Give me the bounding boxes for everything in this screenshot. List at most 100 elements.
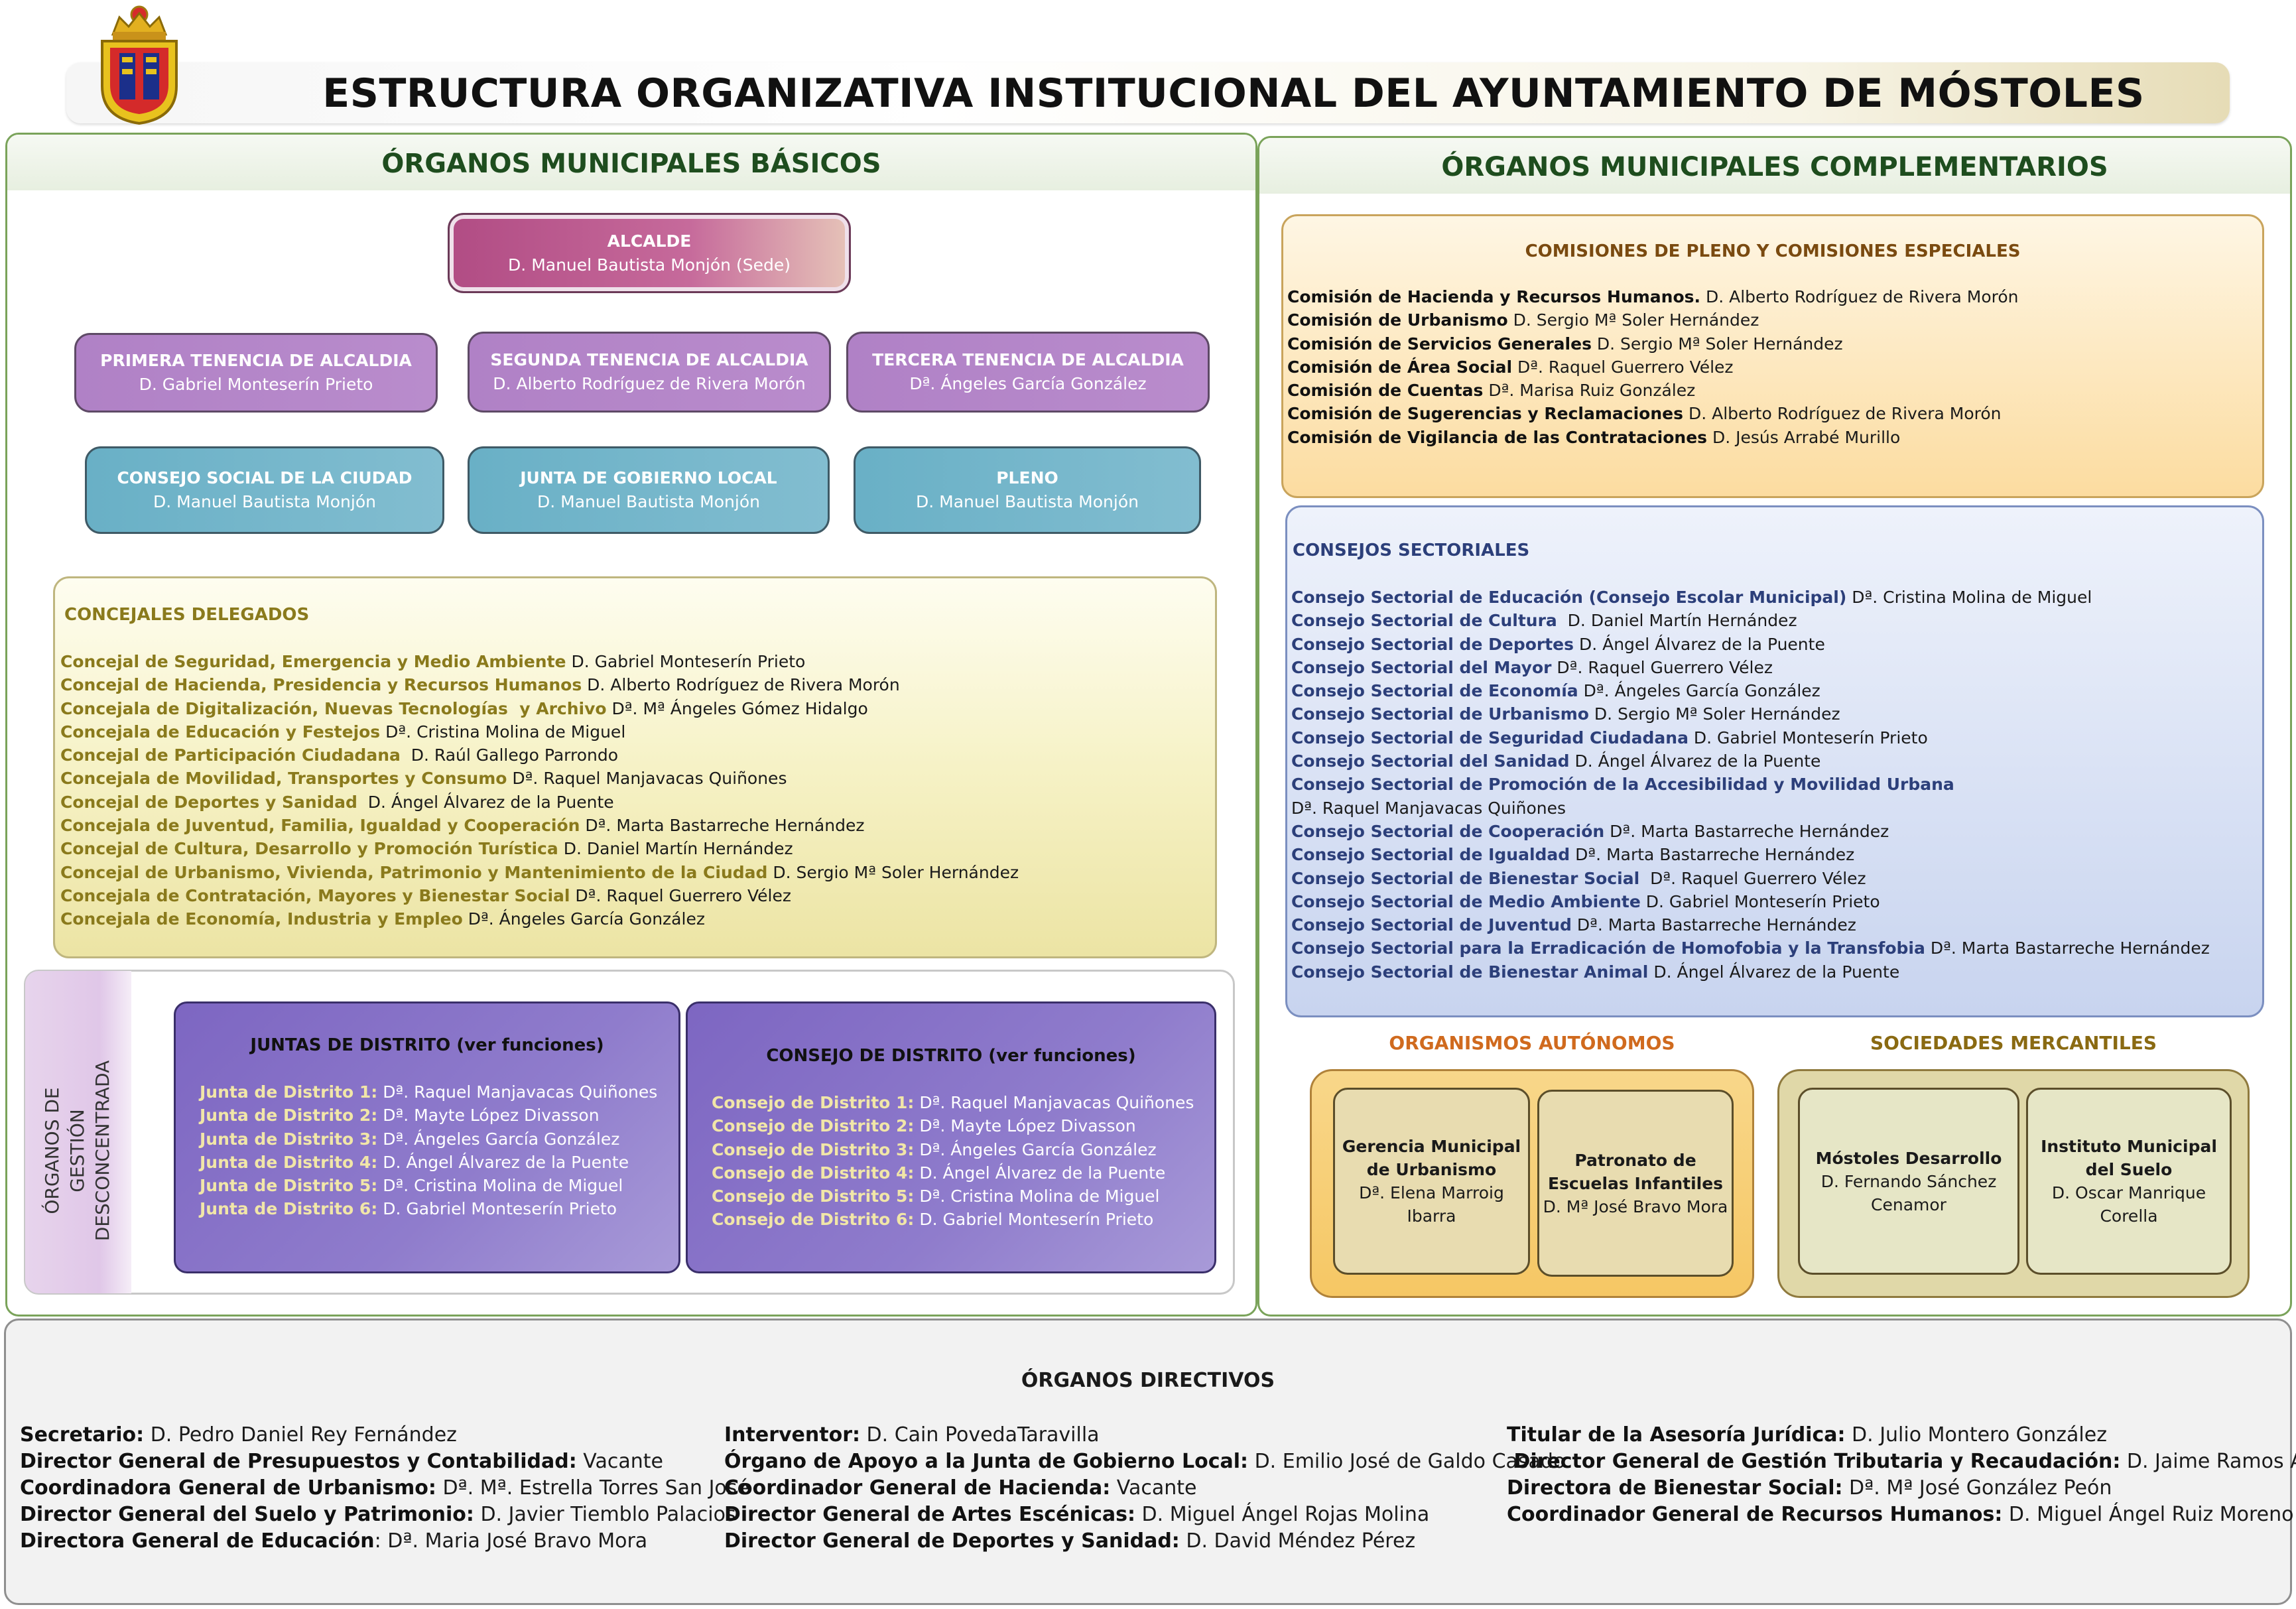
sociedad-name: D. Fernando Sánchez Cenamor [1820, 1171, 1997, 1214]
junta-row: Junta de Distrito 5: Dª. Cristina Molina… [200, 1174, 657, 1197]
tenencia-title: PRIMERA TENENCIA DE ALCALDIA [100, 351, 412, 370]
comision-row-key: Comisión de Área Social [1287, 357, 1513, 377]
concejal-row-value: Dª. Mª Ángeles Gómez Hidalgo [606, 698, 868, 718]
sociedad-cell-1: Móstoles Desarrollo D. Fernando Sánchez … [1798, 1088, 2019, 1275]
consejo-distrito-row: Consejo de Distrito 3: Dª. Ángeles Garcí… [712, 1138, 1194, 1161]
consejo-sectorial-row-key: Consejo Sectorial de Bienestar Social [1291, 868, 1640, 888]
directivo-row-value: D. Miguel Ángel Rojas Molina [1135, 1503, 1430, 1526]
directivo-row: Director General de Deportes y Sanidad: … [724, 1528, 1565, 1555]
directivo-row-value: D. Emilio José de Galdo Casado [1248, 1450, 1566, 1473]
directivo-row-value: : Dª. Maria José Bravo Mora [374, 1529, 648, 1553]
junta-row-value: Dª. Cristina Molina de Miguel [377, 1176, 623, 1196]
junta-row-value: D. Ángel Álvarez de la Puente [377, 1152, 629, 1172]
consejo-sectorial-row-key: Consejo Sectorial de Cooperación [1291, 821, 1605, 841]
comision-row: Comisión de Cuentas Dª. Marisa Ruiz Gonz… [1287, 379, 2019, 402]
organismo-title: Patronato de Escuelas Infantiles [1547, 1150, 1724, 1193]
concejal-row-key: Concejal de Cultura, Desarrollo y Promoc… [60, 839, 558, 859]
organismo-title: Gerencia Municipal de Urbanismo [1342, 1137, 1521, 1179]
directivo-row-value: D. Pedro Daniel Rey Fernández [144, 1423, 457, 1447]
concejal-row: Concejala de Juventud, Familia, Igualdad… [60, 814, 1019, 837]
concejal-row: Concejala de Educación y Festejos Dª. Cr… [60, 720, 1019, 743]
sociedad-name: D. Oscar Manrique Corella [2051, 1183, 2206, 1226]
concejal-row: Concejal de Seguridad, Emergencia y Medi… [60, 650, 1019, 673]
comision-row-key: Comisión de Vigilancia de las Contrataci… [1287, 427, 1708, 447]
directivo-row-value: Vacante [576, 1450, 663, 1473]
tenencia-title: TERCERA TENENCIA DE ALCALDIA [872, 350, 1184, 369]
concejal-row: Concejal de Cultura, Desarrollo y Promoc… [60, 837, 1019, 860]
consejo-sectorial-row-key: Consejo Sectorial de Igualdad [1291, 845, 1570, 865]
directivo-row-key: Directora General de Educación [20, 1529, 375, 1553]
directivo-row-key: Directora de Bienestar Social: [1507, 1476, 1843, 1500]
consejo-distrito-row-value: Dª. Mayte López Divasson [914, 1116, 1136, 1136]
tenencia-box-2: SEGUNDA TENENCIA DE ALCALDIA D. Alberto … [468, 332, 831, 413]
directivo-row: Director General de Presupuestos y Conta… [20, 1448, 749, 1475]
consejos-heading[interactable]: CONSEJO DE DISTRITO (ver funciones) [766, 1046, 1136, 1066]
concejal-row-key: Concejala de Juventud, Familia, Igualdad… [60, 816, 580, 836]
concejal-row: Concejal de Participación Ciudadana D. R… [60, 743, 1019, 767]
concejal-row-value: D. Sergio Mª Soler Hernández [767, 862, 1019, 882]
directivo-row-value: D. Jaime Ramos Auñón [2126, 1450, 2296, 1473]
directivo-row-value: Vacante [1110, 1476, 1197, 1500]
basicos-heading: ÓRGANOS MUNICIPALES BÁSICOS [7, 135, 1255, 190]
consejo-distrito-row: Consejo de Distrito 5: Dª. Cristina Moli… [712, 1185, 1194, 1208]
comision-row-value: D. Jesús Arrabé Murillo [1707, 427, 1901, 447]
consejo-sectorial-row: Consejo Sectorial de Bienestar Animal D.… [1291, 960, 2210, 984]
concejal-row-value: Dª. Raquel Manjavacas Quiñones [507, 769, 787, 789]
comision-row-value: Dª. Raquel Guerrero Vélez [1512, 357, 1734, 377]
comision-row: Comisión de Hacienda y Recursos Humanos.… [1287, 285, 2019, 308]
concejal-row-key: Concejal de Participación Ciudadana [60, 745, 401, 765]
directivo-row-key: Órgano de Apoyo a la Junta de Gobierno L… [724, 1450, 1249, 1473]
comisiones-list: Comisión de Hacienda y Recursos Humanos.… [1287, 285, 2019, 449]
sectoriales-list: Consejo Sectorial de Educación (Consejo … [1291, 586, 2210, 984]
concejal-row-value: D. Gabriel Monteserín Prieto [566, 652, 806, 671]
consejo-sectorial-row-value: Dª. Marta Bastarreche Hernández [1925, 938, 2210, 958]
desconcentrada-label-line2: DESCONCENTRADA [92, 1060, 113, 1242]
sociedad-cell-2: Instituto Municipal del Suelo D. Oscar M… [2026, 1088, 2232, 1275]
directivo-row-key: Coordinador General de Recursos Humanos: [1507, 1503, 2003, 1526]
directivo-row: Directora de Bienestar Social: Dª. Mª Jo… [1507, 1475, 2296, 1502]
consejo-sectorial-row-key: Consejo Sectorial de Seguridad Ciudadana [1291, 728, 1689, 747]
juntas-heading[interactable]: JUNTAS DE DISTRITO (ver funciones) [250, 1035, 604, 1055]
consejo-sectorial-row-key: Consejo Sectorial de Deportes [1291, 634, 1574, 654]
consejo-sectorial-row: Consejo Sectorial de Juventud Dª. Marta … [1291, 913, 2210, 936]
directivo-row: Titular de la Asesoría Jurídica: D. Juli… [1507, 1422, 2296, 1448]
directivo-row-key: Director General de Presupuestos y Conta… [20, 1450, 577, 1473]
comision-row-key: Comisión de Cuentas [1287, 381, 1484, 401]
sociedad-title: Móstoles Desarrollo [1815, 1148, 2002, 1168]
directivo-row-key: Director General de Artes Escénicas: [724, 1503, 1136, 1526]
comision-row-key: Comisión de Urbanismo [1287, 310, 1508, 330]
concejal-row: Concejala de Movilidad, Transportes y Co… [60, 767, 1019, 790]
directivo-row: Coordinador General de Hacienda: Vacante [724, 1475, 1565, 1502]
organismo-name: Dª. Elena Marroig Ibarra [1359, 1183, 1504, 1226]
tenencia-name: D. Gabriel Monteserín Prieto [139, 375, 373, 394]
junta-row-key: Junta de Distrito 4: [200, 1152, 378, 1172]
title-bar [66, 62, 2230, 123]
comision-row-value: D. Alberto Rodríguez de Rivera Morón [1683, 404, 2002, 424]
page-title: ESTRUCTURA ORGANIZATIVA INSTITUCIONAL DE… [322, 70, 2145, 117]
comision-row: Comisión de Servicios Generales D. Sergi… [1287, 332, 2019, 355]
consejo-sectorial-row-key: Consejo Sectorial de Educación (Consejo … [1291, 588, 1847, 607]
organismo-cell-2: Patronato de Escuelas Infantiles D. Mª J… [1537, 1090, 1734, 1277]
consejo-sectorial-row: Consejo Sectorial de Deportes D. Ángel Á… [1291, 633, 2210, 656]
organismo-name: D. Mª José Bravo Mora [1543, 1196, 1728, 1216]
junta-row: Junta de Distrito 1: Dª. Raquel Manjavac… [200, 1080, 657, 1104]
consejo-distrito-row-value: Dª. Ángeles García González [914, 1139, 1157, 1159]
consejo-distrito-row: Consejo de Distrito 6: D. Gabriel Montes… [712, 1208, 1194, 1231]
consejo-sectorial-row-value: Dª. Marta Bastarreche Hernández [1604, 821, 1889, 841]
concejal-row-key: Concejal de Hacienda, Presidencia y Recu… [60, 675, 582, 695]
alcalde-box: ALCALDE D. Manuel Bautista Monjón (Sede) [448, 213, 851, 293]
concejal-row: Concejal de Hacienda, Presidencia y Recu… [60, 673, 1019, 696]
directivo-row: Coordinadora General de Urbanismo: Dª. M… [20, 1475, 749, 1502]
concejal-row-key: Concejal de Deportes y Sanidad [60, 792, 357, 812]
consejo-sectorial-row: Consejo Sectorial de Economía Dª. Ángele… [1291, 679, 2210, 702]
consejo-sectorial-row: Consejo Sectorial de Igualdad Dª. Marta … [1291, 843, 2210, 866]
directivo-row-key: Director General de Gestión Tributaria y… [1507, 1450, 2121, 1473]
concejal-row-value: D. Ángel Álvarez de la Puente [357, 792, 614, 812]
consejo-distrito-row: Consejo de Distrito 2: Dª. Mayte López D… [712, 1114, 1194, 1137]
consejo-sectorial-row: Consejo Sectorial de Urbanismo D. Sergio… [1291, 702, 2210, 726]
comision-row: Comisión de Vigilancia de las Contrataci… [1287, 426, 2019, 449]
tenencia-box-3: TERCERA TENENCIA DE ALCALDIA Dª. Ángeles… [846, 332, 1210, 413]
comision-row-value: Dª. Marisa Ruiz González [1483, 381, 1696, 401]
tenencia-name: Dª. Ángeles García González [909, 374, 1147, 393]
directivo-row: Director General del Suelo y Patrimonio:… [20, 1502, 749, 1528]
